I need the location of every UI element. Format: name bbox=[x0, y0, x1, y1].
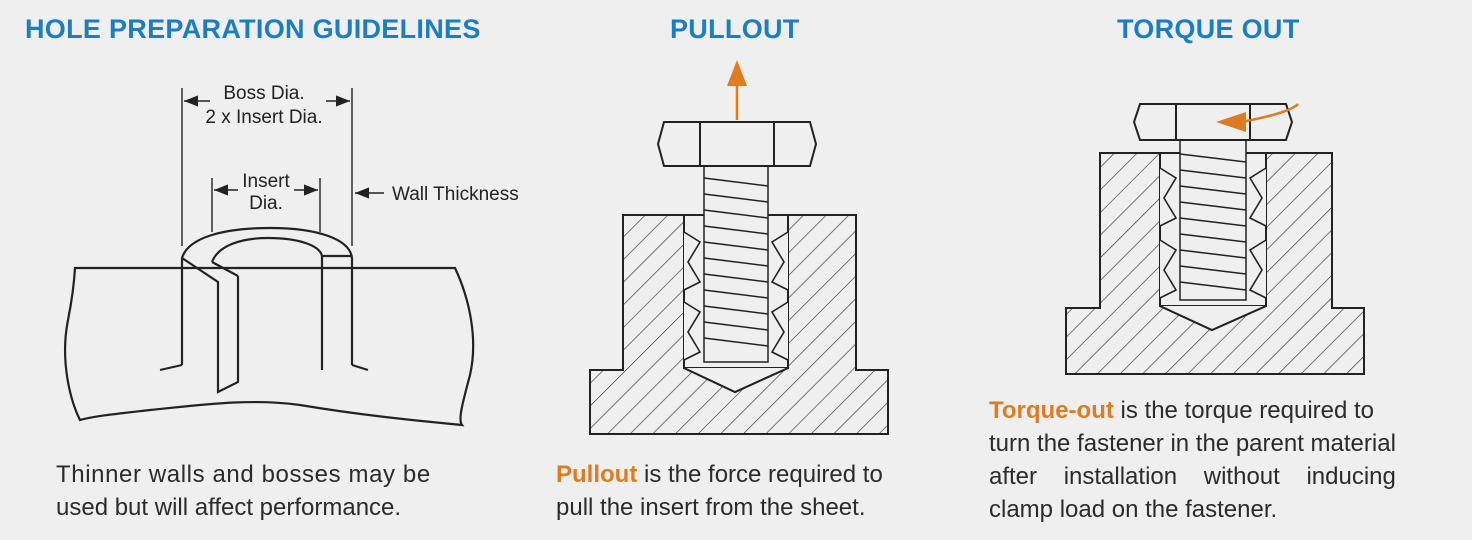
torque-out-description-line3: after installation without inducing bbox=[989, 463, 1396, 490]
insert-dia-label-1: Insert bbox=[242, 171, 290, 192]
pullout-figure bbox=[589, 60, 889, 435]
torque-out-title: TORQUE OUT bbox=[1117, 14, 1300, 44]
hole-prep-figure bbox=[64, 88, 475, 427]
pullout-description-rest: is the force required to bbox=[637, 461, 883, 488]
torque-out-figure bbox=[1065, 103, 1365, 375]
pullout-term: Pullout bbox=[556, 461, 638, 488]
pullout-description-line2: pull the insert from the sheet. bbox=[556, 494, 866, 521]
wall-thickness-label: Wall Thickness bbox=[392, 184, 519, 205]
pullout-description: Pullout is the force required to pull th… bbox=[556, 458, 883, 524]
torque-out-description-line4: clamp load on the fastener. bbox=[989, 496, 1278, 523]
torque-out-description-rest: is the torque required to bbox=[1113, 397, 1375, 424]
torque-out-term: Torque-out bbox=[989, 397, 1114, 424]
boss-dia-label-2: 2 x Insert Dia. bbox=[205, 107, 322, 128]
hole-prep-description: Thinner walls and bosses may be used but… bbox=[56, 458, 431, 524]
torque-out-description: Torque-out is the torque required to tur… bbox=[989, 394, 1441, 526]
boss-dia-label-1: Boss Dia. bbox=[223, 83, 304, 104]
insert-dia-label-2: Dia. bbox=[249, 193, 283, 214]
hole-prep-title: HOLE PREPARATION GUIDELINES bbox=[25, 14, 481, 44]
pullout-title: PULLOUT bbox=[670, 14, 800, 44]
torque-out-description-line2: turn the fastener in the parent material bbox=[989, 430, 1396, 457]
hole-prep-description-line1: Thinner walls and bosses may be bbox=[56, 461, 431, 488]
hole-prep-description-line2: used but will affect performance. bbox=[56, 494, 402, 521]
